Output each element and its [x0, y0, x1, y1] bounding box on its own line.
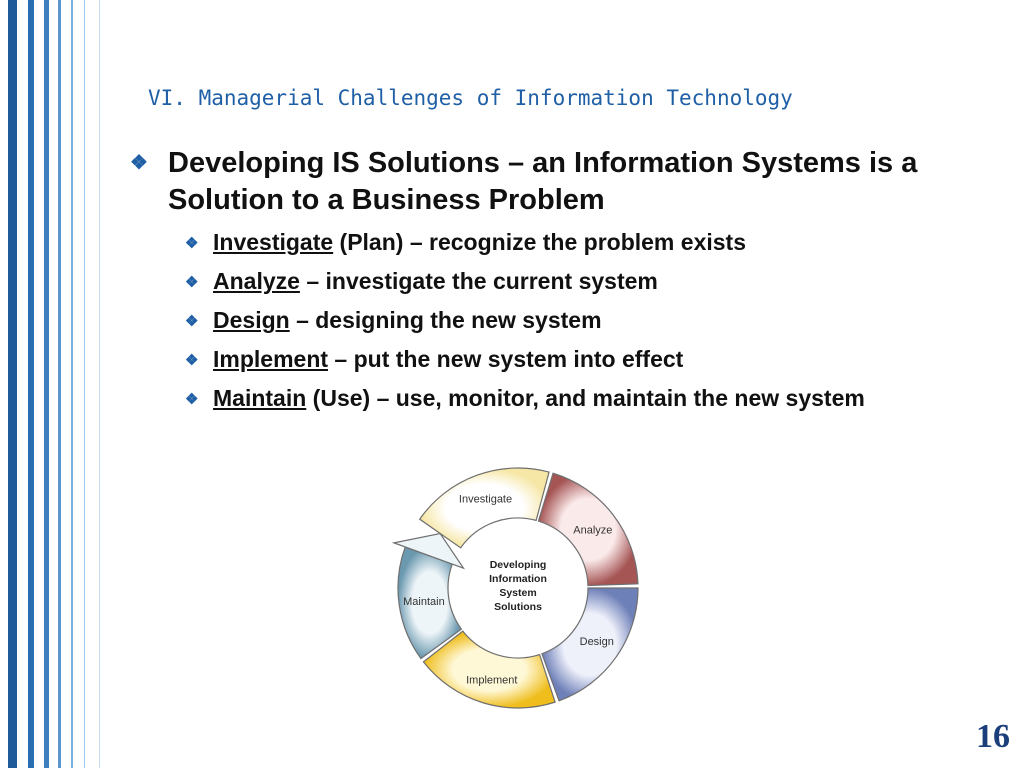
- decor-stripe: [71, 0, 73, 768]
- page-number: 16: [976, 718, 1010, 755]
- cycle-arrow-icon: [391, 532, 466, 570]
- sub-bullet-text: (Use) – use, monitor, and maintain the n…: [306, 385, 865, 411]
- decor-stripe: [84, 0, 85, 768]
- sub-bullet-term: Design: [213, 307, 290, 333]
- sub-bullet-term: Investigate: [213, 229, 334, 255]
- diagram-center-title: Information: [489, 573, 547, 585]
- bullet-list: ❖ Developing IS Solutions – an Informati…: [130, 145, 950, 416]
- diamond-bullet-icon: ❖: [185, 391, 199, 408]
- sub-bullet-text: (Plan) – recognize the problem exists: [333, 229, 746, 255]
- diamond-bullet-icon: ❖: [185, 235, 199, 252]
- main-bullet-text: Developing IS Solutions – an Information…: [168, 147, 918, 216]
- decor-stripe: [28, 0, 34, 768]
- diagram-segment: [537, 472, 639, 587]
- diagram-segment-label: Maintain: [403, 596, 445, 608]
- decor-stripe: [8, 0, 17, 768]
- sub-bullet-term: Implement: [213, 346, 329, 372]
- sub-bullet-term: Maintain: [213, 385, 307, 411]
- sub-bullet-list: ❖ Investigate (Plan) – recognize the pro…: [185, 225, 905, 416]
- diamond-bullet-icon: ❖: [185, 352, 199, 369]
- sub-bullet: ❖ Design – designing the new system: [185, 303, 905, 338]
- sub-bullet: ❖ Analyze – investigate the current syst…: [185, 264, 905, 299]
- diagram-center-title: Solutions: [494, 601, 542, 613]
- diagram-segment-label: Investigate: [459, 494, 512, 506]
- diamond-bullet-icon: ❖: [185, 313, 199, 330]
- diagram-center-title: System: [499, 587, 536, 599]
- sub-bullet: ❖ Maintain (Use) – use, monitor, and mai…: [185, 381, 905, 416]
- sub-bullet-text: – designing the new system: [289, 307, 602, 333]
- decor-stripe: [44, 0, 49, 768]
- diagram-segment-label: Implement: [466, 674, 517, 686]
- diagram-segment: [541, 587, 639, 702]
- sub-bullet: ❖ Investigate (Plan) – recognize the pro…: [185, 225, 905, 260]
- diagram-center-title: Developing: [490, 559, 547, 571]
- sub-bullet: ❖ Implement – put the new system into ef…: [185, 342, 905, 377]
- diagram-segment: [422, 630, 556, 709]
- sub-bullet-text: – investigate the current system: [299, 268, 658, 294]
- diagram-segment-label: Analyze: [573, 525, 612, 537]
- sub-bullet-text: – put the new system into effect: [328, 346, 684, 372]
- diagram-segment: [418, 467, 550, 549]
- diamond-bullet-icon: ❖: [130, 152, 148, 174]
- decor-stripe: [58, 0, 61, 768]
- main-bullet: ❖ Developing IS Solutions – an Informati…: [130, 145, 950, 219]
- decor-stripe: [99, 0, 100, 768]
- sub-bullet-term: Analyze: [213, 268, 300, 294]
- diagram-segment-label: Design: [580, 636, 614, 648]
- diamond-bullet-icon: ❖: [185, 274, 199, 291]
- slide-title: VI. Managerial Challenges of Information…: [148, 86, 793, 110]
